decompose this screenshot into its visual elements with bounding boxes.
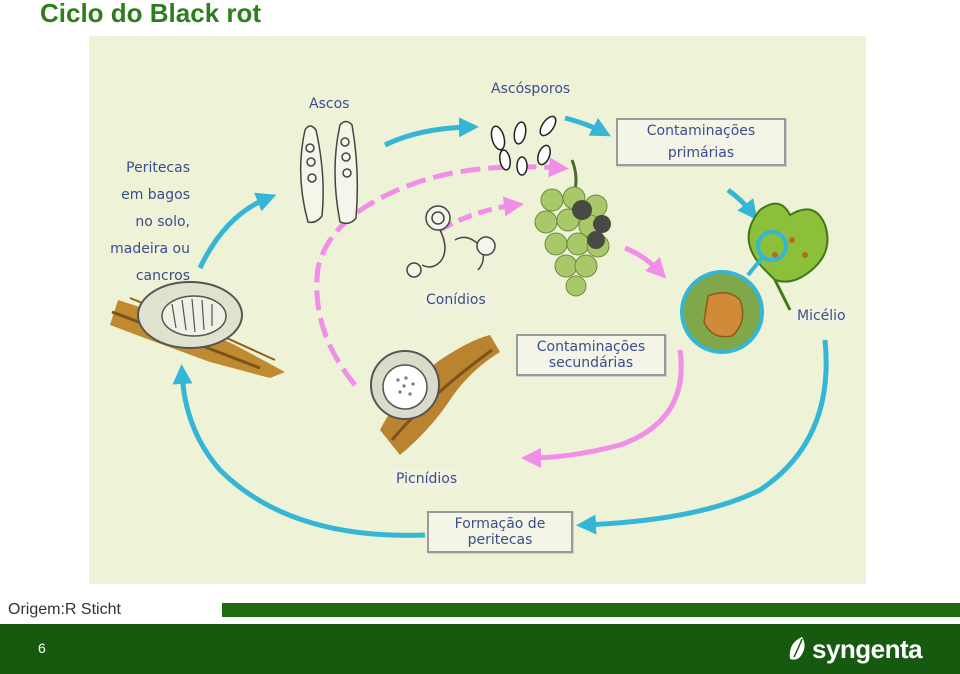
ascosporos-illustration [490,115,557,176]
arrow-formacao-to-peritecas [172,364,426,538]
conidios-illustration [406,205,496,278]
leaf-illustration [746,202,829,311]
leaf-logo-icon [789,637,805,660]
label-peritecas: Peritecas em bagos no solo, madeira ou c… [98,155,190,290]
label-formacao-peritecas: Formação de peritecas [427,511,573,554]
arrow-micelio-to-formacao [576,339,829,535]
brand-logo: syngenta [786,629,926,669]
arrow-ascosporos-to-contaminacoes [564,115,611,137]
label-ascosporos: Ascósporos [491,81,571,97]
footer-accent-band [222,603,960,617]
page-number: 6 [38,640,46,656]
ascos-illustration [299,120,359,225]
source-note: Origem:R Sticht [0,596,220,624]
arrow-peritecas-to-ascos [197,192,277,270]
label-peritecas-line3: no solo, [135,214,190,230]
arrow-grapes-to-contaminacoes-sec [624,245,667,279]
label-peritecas-line4: madeira ou [110,241,190,257]
label-peritecas-line5: cancros [135,268,190,284]
arrow-conidios-to-grapes [438,196,524,233]
arrow-picnidios-to-conidios [314,157,569,387]
arrow-ascos-to-ascosporos [383,117,479,148]
footer-bar: 6 syngenta [0,624,960,674]
label-contaminacoes-secundarias: Contaminações secundárias [516,334,666,377]
label-contaminacoes-secundarias-line1: Contaminações [536,339,646,355]
label-contaminacoes-primarias: Contaminações primárias [616,118,786,167]
label-picnidios: Picnídios [390,469,464,490]
slide-title: Ciclo do Black rot [40,0,262,28]
grape-cluster-illustration [534,159,611,297]
peritecas-wood-illustration [110,281,285,378]
label-contaminacoes-secundarias-line2: secundárias [548,355,634,372]
label-contaminacoes-primarias-line1: Contaminações [646,123,756,139]
arrow-contaminacoes-to-leaf [726,187,758,221]
label-conidios: Conídios [422,290,490,311]
micelio-magnified-illustration [680,270,764,354]
label-formacao-peritecas-line1: Formação de [454,516,546,532]
label-micelio: Micélio [793,306,850,327]
brand-name: syngenta [812,634,923,664]
label-ascos: Ascos [309,96,350,112]
label-contaminacoes-primarias-line2: primárias [667,145,735,162]
arrow-micelio-to-picnidios [521,349,684,468]
picnidios-wood-illustration [370,335,500,455]
label-peritecas-line1: Peritecas [126,160,190,176]
label-formacao-peritecas-line2: peritecas [467,532,533,549]
label-peritecas-line2: em bagos [121,187,190,203]
